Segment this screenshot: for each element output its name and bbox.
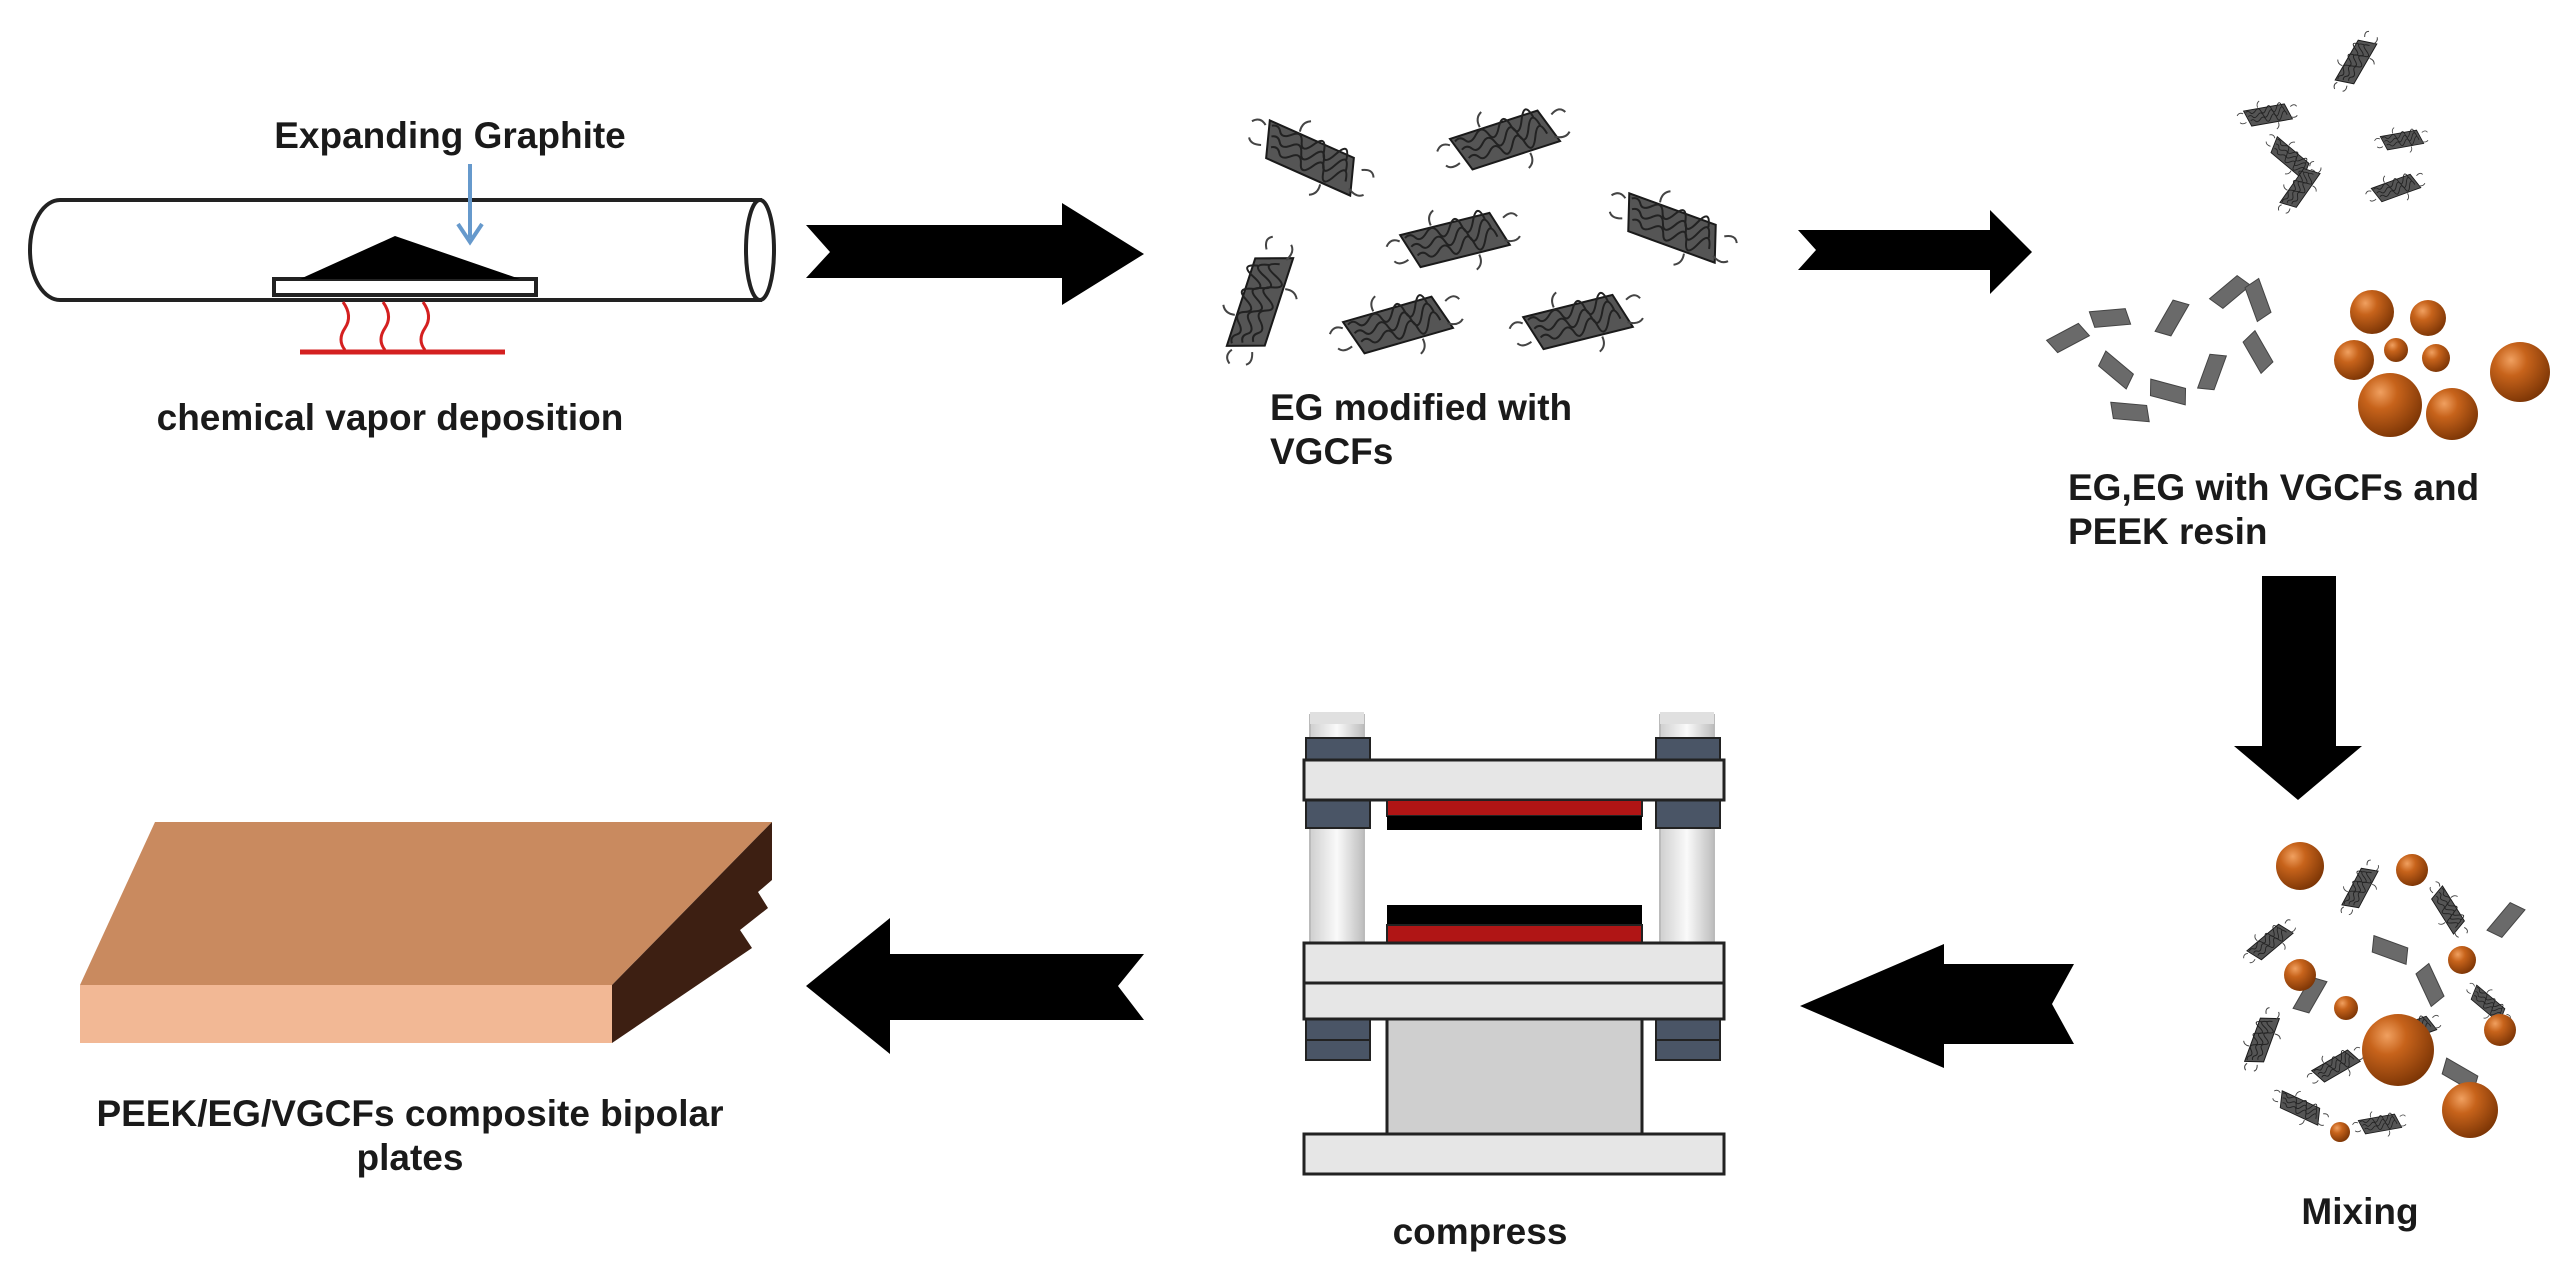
- flow-arrow-1: [806, 203, 1144, 305]
- flow-arrow-4: [1800, 944, 2074, 1068]
- compress-label: compress: [1392, 1211, 1568, 1252]
- product-label-line1: PEEK/EG/VGCFs composite bipolar: [96, 1093, 724, 1134]
- eg-shards-icon: [2046, 272, 2276, 423]
- bipolar-plate-icon: [80, 822, 772, 1043]
- mix-inputs-label-line1: EG,EG with VGCFs and: [2068, 467, 2480, 508]
- flow-arrow-2: [1798, 210, 2032, 294]
- flow-arrow-3: [2234, 576, 2362, 800]
- product-label: PEEK/EG/VGCFs composite bipolar plates: [40, 1092, 780, 1180]
- flow-arrow-5: [806, 918, 1144, 1054]
- mix-inputs-label-line2: PEEK resin: [2068, 511, 2268, 552]
- peek-resin-balls-icon: [2334, 290, 2550, 440]
- eg-modified-label-line1: EG modified with: [1270, 387, 1573, 428]
- mixed-material-icon: [2233, 842, 2526, 1143]
- cvd-label: chemical vapor deposition: [156, 397, 624, 438]
- eg-vgcf-small-flakes-icon: [2234, 24, 2431, 223]
- tube-furnace-icon: [28, 198, 776, 355]
- hot-press-icon: [1302, 712, 1726, 1176]
- mixing-label: Mixing: [2301, 1191, 2419, 1232]
- eg-modified-label: EG modified with VGCFs: [1270, 386, 1572, 474]
- expanding-graphite-label: Expanding Graphite: [274, 115, 626, 156]
- mix-inputs-label: EG,EG with VGCFs and PEEK resin: [2068, 466, 2479, 554]
- eg-vgcf-flakes-icon: [1205, 86, 1747, 379]
- product-label-line2: plates: [356, 1137, 464, 1178]
- gas-inlet-arrow-icon: [456, 164, 484, 246]
- eg-modified-label-line2: VGCFs: [1270, 431, 1394, 472]
